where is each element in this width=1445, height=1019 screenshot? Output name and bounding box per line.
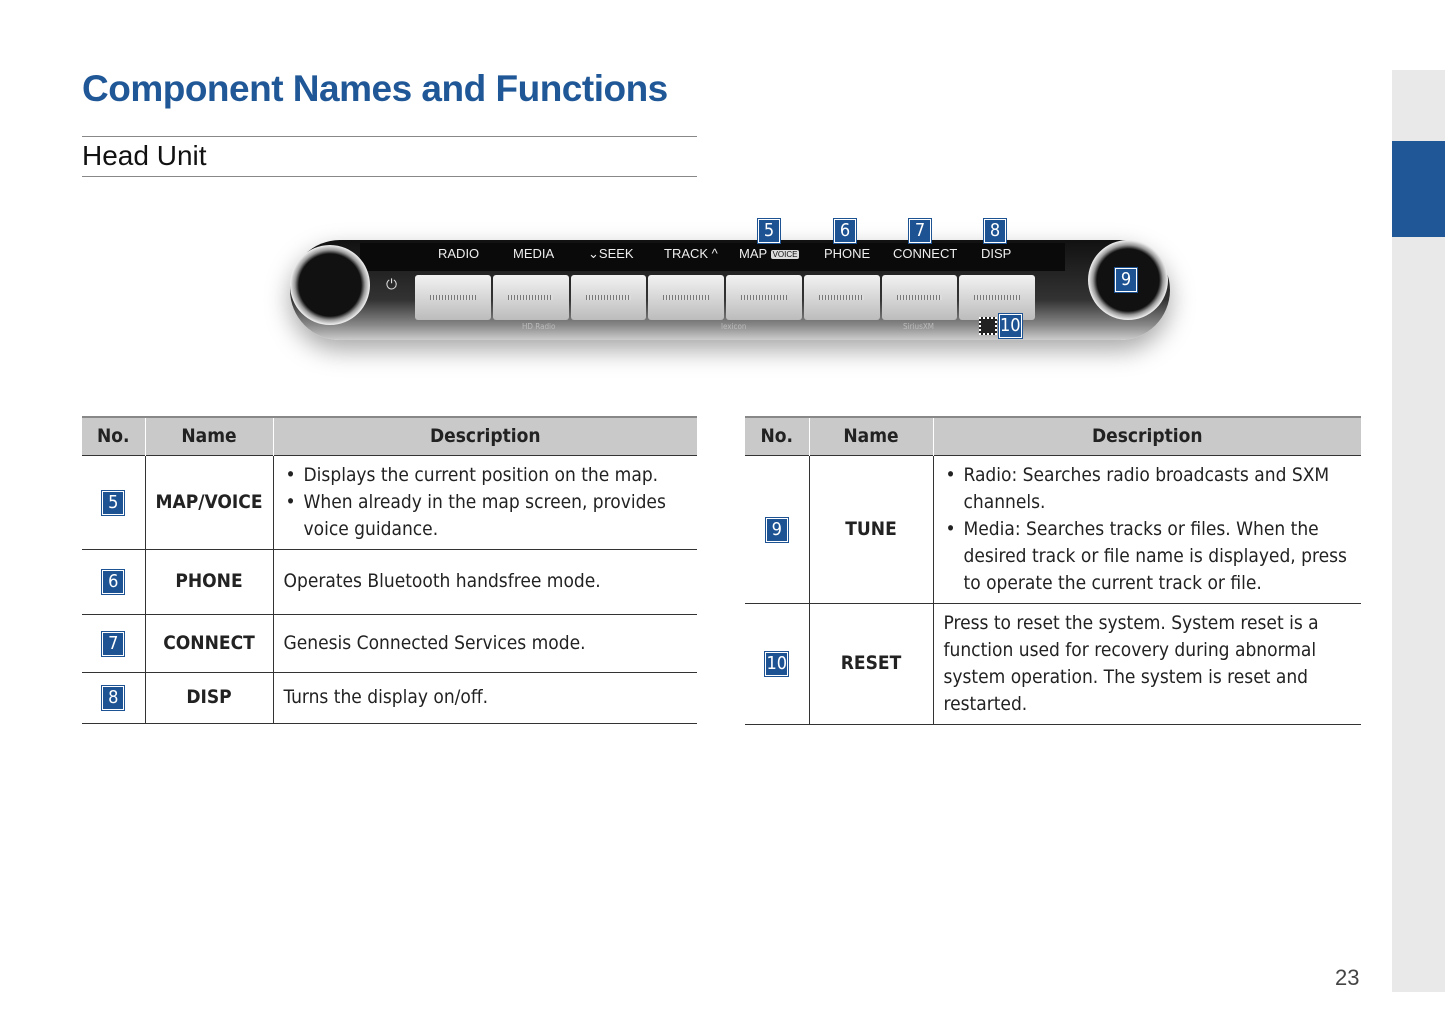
connect-button [881,275,958,320]
reset-hole [979,317,997,335]
table-row: 10 RESET Press to reset the system. Syst… [745,602,1361,725]
component-name: CONNECT [144,613,274,673]
page-number: 23 [1335,965,1360,990]
component-name: MAP/VOICE [144,454,274,550]
callout-9: 9 [1114,267,1138,293]
callout-7: 7 [908,218,932,244]
table-row: 9 TUNE Radio: Searches radio broadcasts … [745,454,1361,604]
callout-6: 6 [833,218,857,244]
volume-knob [290,245,370,325]
hd-radio-logo: HD Radio [522,322,556,331]
lexicon-logo: lexicon [721,322,747,331]
components-table-left: No. Name Description 5 MAP/VOICE Display… [82,416,697,724]
label-map: MAP VOICE [739,246,800,261]
track-button [648,275,724,320]
table-row: 6 PHONE Operates Bluetooth handsfree mod… [82,548,697,615]
media-button [492,275,569,320]
label-media: MEDIA [513,246,555,261]
label-phone: PHONE [824,246,871,261]
callout-5: 5 [757,218,781,244]
col-name: Name [144,416,274,455]
table-header: No. Name Description [745,416,1361,455]
divider [82,136,697,137]
seek-button [570,275,647,320]
callout-10: 10 [998,313,1023,339]
number-badge: 6 [101,569,126,595]
radio-button [415,275,491,320]
bullet: Displays the current position on the map… [284,462,687,489]
component-name: TUNE [808,454,933,604]
bullet: Media: Searches tracks or files. When th… [944,516,1352,597]
table-header: No. Name Description [82,416,697,455]
bullet: Radio: Searches radio broadcasts and SXM… [944,462,1352,516]
map-button [726,275,802,320]
label-seek: ⌄SEEK [588,246,634,262]
number-badge: 9 [764,516,789,543]
button-row [415,275,1035,320]
divider [82,176,697,177]
col-description: Description [932,416,1361,455]
power-icon: ⏻ [386,277,398,293]
component-description: Radio: Searches radio broadcasts and SXM… [932,454,1361,604]
col-name: Name [808,416,933,455]
label-track: TRACK ^ [664,246,718,261]
number-badge: 10 [764,651,790,677]
table-row: 8 DISP Turns the display on/off. [82,671,697,724]
label-radio: RADIO [438,246,480,261]
chapter-tab [1392,141,1445,237]
callout-8: 8 [983,218,1007,244]
component-name: PHONE [144,548,274,615]
table-row: 7 CONNECT Genesis Connected Services mod… [82,613,697,673]
col-no: No. [745,416,809,455]
number-badge: 8 [101,685,126,711]
component-description: Press to reset the system. System reset … [932,602,1361,725]
component-description: Genesis Connected Services mode. [272,613,697,673]
siriusxm-logo: SiriusXM [903,322,934,331]
page-title: Component Names and Functions [82,68,668,109]
component-description: Turns the display on/off. [272,671,697,724]
components-table-right: No. Name Description 9 TUNE Radio: Searc… [745,416,1361,725]
label-strip [360,243,1065,271]
label-seek-text: SEEK [598,246,634,261]
component-name: DISP [144,671,274,724]
table-row: 5 MAP/VOICE Displays the current positio… [82,454,697,550]
phone-button [803,275,880,320]
label-connect: CONNECT [893,246,958,261]
voice-tag: VOICE [770,250,800,260]
label-disp: DISP [981,246,1012,261]
bullet: When already in the map screen, provides… [284,489,687,543]
label-track-text: TRACK [664,246,709,261]
chevron-down-icon: ⌄ [588,246,599,261]
number-badge: 5 [101,489,126,516]
col-description: Description [272,416,697,455]
component-description: Operates Bluetooth handsfree mode. [272,548,697,615]
chevron-up-icon: ^ [708,246,718,261]
component-description: Displays the current position on the map… [272,454,697,550]
number-badge: 7 [101,630,126,657]
section-title: Head Unit [82,140,207,171]
col-no: No. [82,416,145,455]
label-map-text: MAP [739,246,767,261]
disp-button [959,275,1035,320]
component-name: RESET [808,602,933,725]
